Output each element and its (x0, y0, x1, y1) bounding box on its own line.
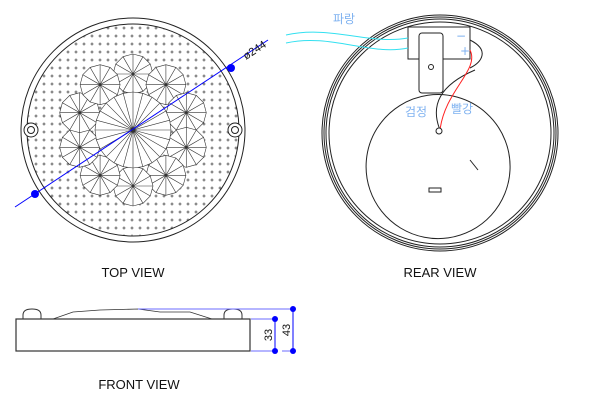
mount-hole-left (23, 122, 39, 138)
top-view: ø244 TOP VIEW (14, 17, 269, 280)
red-wire-label: 빨강 (451, 102, 473, 116)
front-view-label: FRONT VIEW (98, 377, 180, 392)
minus-terminal-label: − (456, 29, 466, 43)
dimension-point (31, 190, 39, 198)
diameter-dimension-line (14, 39, 269, 208)
red-wire (439, 49, 473, 131)
mount-bracket (418, 32, 444, 94)
rear-view: − + 파랑 검정 빨강 REAR VIEW (285, 12, 559, 280)
inner-housing-arc (365, 94, 511, 191)
mount-hole-right (227, 122, 243, 138)
plus-terminal-label: + (460, 44, 470, 58)
front-view: 33 43 FRONT VIEW (15, 306, 296, 392)
height-total-dimension: 43 (281, 324, 293, 336)
blue-wire-label: 파랑 (333, 12, 355, 26)
lens-pattern (59, 53, 207, 207)
top-view-label: TOP VIEW (101, 265, 165, 280)
height-body-dimension: 33 (263, 329, 275, 341)
black-wire-label: 검정 (405, 105, 427, 119)
dimension-point (227, 64, 235, 72)
rear-view-label: REAR VIEW (404, 265, 478, 280)
blue-wire (285, 31, 409, 41)
